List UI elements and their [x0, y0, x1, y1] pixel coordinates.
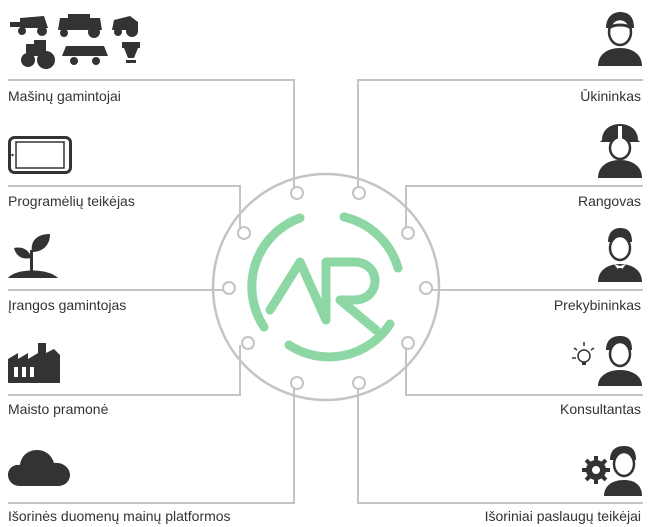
port-left-3: [222, 281, 236, 295]
label-equipment-manufacturers: Įrangos gamintojas: [8, 297, 127, 313]
connector-machinery: [8, 79, 295, 188]
label-external-data-platforms: Išorinės duomenų mainų platformos: [8, 508, 231, 524]
agrirouter-logo: [247, 212, 403, 362]
connector-service-providers: [357, 384, 643, 504]
label-farmer: Ūkininkas: [580, 88, 641, 104]
label-trader: Prekybininkas: [553, 297, 641, 313]
label-contractor: Rangovas: [577, 193, 641, 209]
farmer-icon: [598, 12, 642, 66]
port-left-1: [290, 186, 304, 200]
trader-suit-icon: [598, 228, 642, 282]
connector-consultant: [405, 345, 643, 396]
port-left-2: [237, 226, 251, 240]
consultant-idea-icon: [572, 336, 642, 386]
sprout-icon: [8, 234, 58, 278]
hub-ring: [211, 172, 441, 402]
label-external-service-providers: Išoriniai paslaugų teikėjai: [484, 508, 641, 524]
tablet-icon: [8, 136, 72, 174]
label-consultant: Konsultantas: [560, 401, 641, 417]
port-right-3: [419, 281, 433, 295]
service-gear-icon: [582, 446, 642, 496]
port-right-5: [352, 376, 366, 390]
cloud-icon: [8, 450, 70, 486]
label-app-provider: Programėlių teikėjas: [8, 193, 135, 209]
connector-farmer: [357, 79, 643, 188]
contractor-helmet-icon: [598, 124, 642, 178]
machinery-icon: [10, 14, 140, 69]
port-left-5: [290, 376, 304, 390]
port-right-1: [352, 186, 366, 200]
connector-external-platforms: [8, 384, 295, 504]
label-machinery-manufacturers: Mašinų gamintojai: [8, 88, 121, 104]
port-right-2: [401, 226, 415, 240]
port-right-4: [401, 336, 415, 350]
factory-icon: [8, 343, 60, 383]
label-food-industry: Maisto pramonė: [8, 401, 109, 417]
connector-contractor: [405, 185, 643, 228]
port-left-4: [241, 336, 255, 350]
